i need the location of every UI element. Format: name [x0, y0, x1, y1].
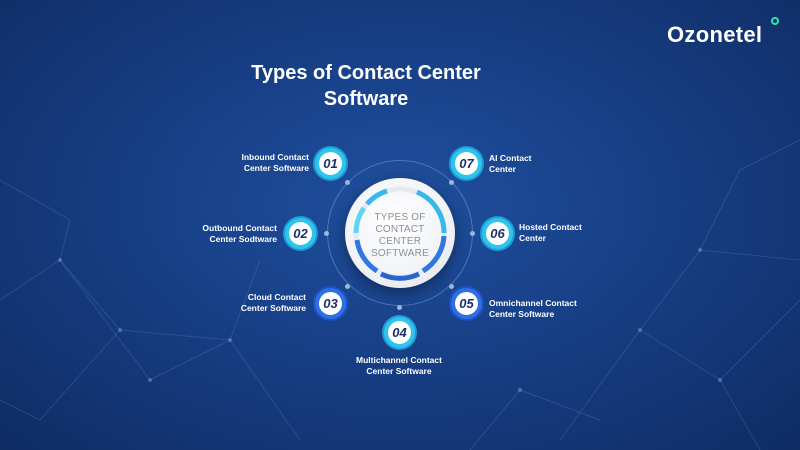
orbit-dot — [470, 231, 475, 236]
hub-label: TYPES OF CONTACT CENTER SOFTWARE — [345, 212, 455, 260]
title-line-1: Types of Contact Center — [251, 62, 481, 84]
hub-line: SOFTWARE — [371, 248, 429, 259]
label-line: Center Software — [489, 309, 555, 319]
center-hub: TYPES OF CONTACT CENTER SOFTWARE — [345, 178, 455, 288]
label-line: Center Software — [240, 303, 306, 313]
hub-line: CONTACT — [375, 224, 425, 235]
label-line: Center Software — [366, 366, 432, 376]
page-title: Types of Contact Center Software — [230, 60, 502, 112]
hub-line: CENTER — [378, 236, 422, 247]
orbit-dot — [449, 180, 454, 185]
orbit-dot — [449, 284, 454, 289]
badge-01: 01 — [315, 148, 346, 179]
orbit-dot — [345, 284, 350, 289]
orbit-dot — [345, 180, 350, 185]
label-line: Center — [519, 233, 546, 243]
badge-06: 06 — [482, 218, 513, 249]
logo-ring-icon — [771, 17, 779, 25]
ozonetel-logo: Ozonetel — [667, 22, 763, 47]
label-line: Multichannel Contact — [356, 355, 442, 365]
badge-05: 05 — [451, 288, 482, 319]
orbit-dot — [324, 231, 329, 236]
badge-02: 02 — [285, 218, 316, 249]
label-line: Inbound Contact — [241, 152, 309, 162]
orbit-dot — [397, 305, 402, 310]
label-line: Center — [489, 164, 516, 174]
label-line: Cloud Contact — [247, 292, 306, 302]
label-line: AI Contact — [489, 153, 532, 163]
badge-03: 03 — [315, 288, 346, 319]
badge-07: 07 — [451, 148, 482, 179]
label-line: Outbound Contact — [202, 223, 277, 233]
title-line-2: Software — [323, 88, 409, 110]
hub-line: TYPES OF — [374, 212, 426, 223]
badge-04: 04 — [384, 317, 415, 348]
label-line: Center Software — [243, 163, 309, 173]
label-line: Omnichannel Contact — [489, 298, 577, 308]
label-line: Hosted Contact — [519, 222, 582, 232]
label-line: Center Sodtware — [209, 234, 277, 244]
hub-progress-arcs — [353, 186, 447, 281]
